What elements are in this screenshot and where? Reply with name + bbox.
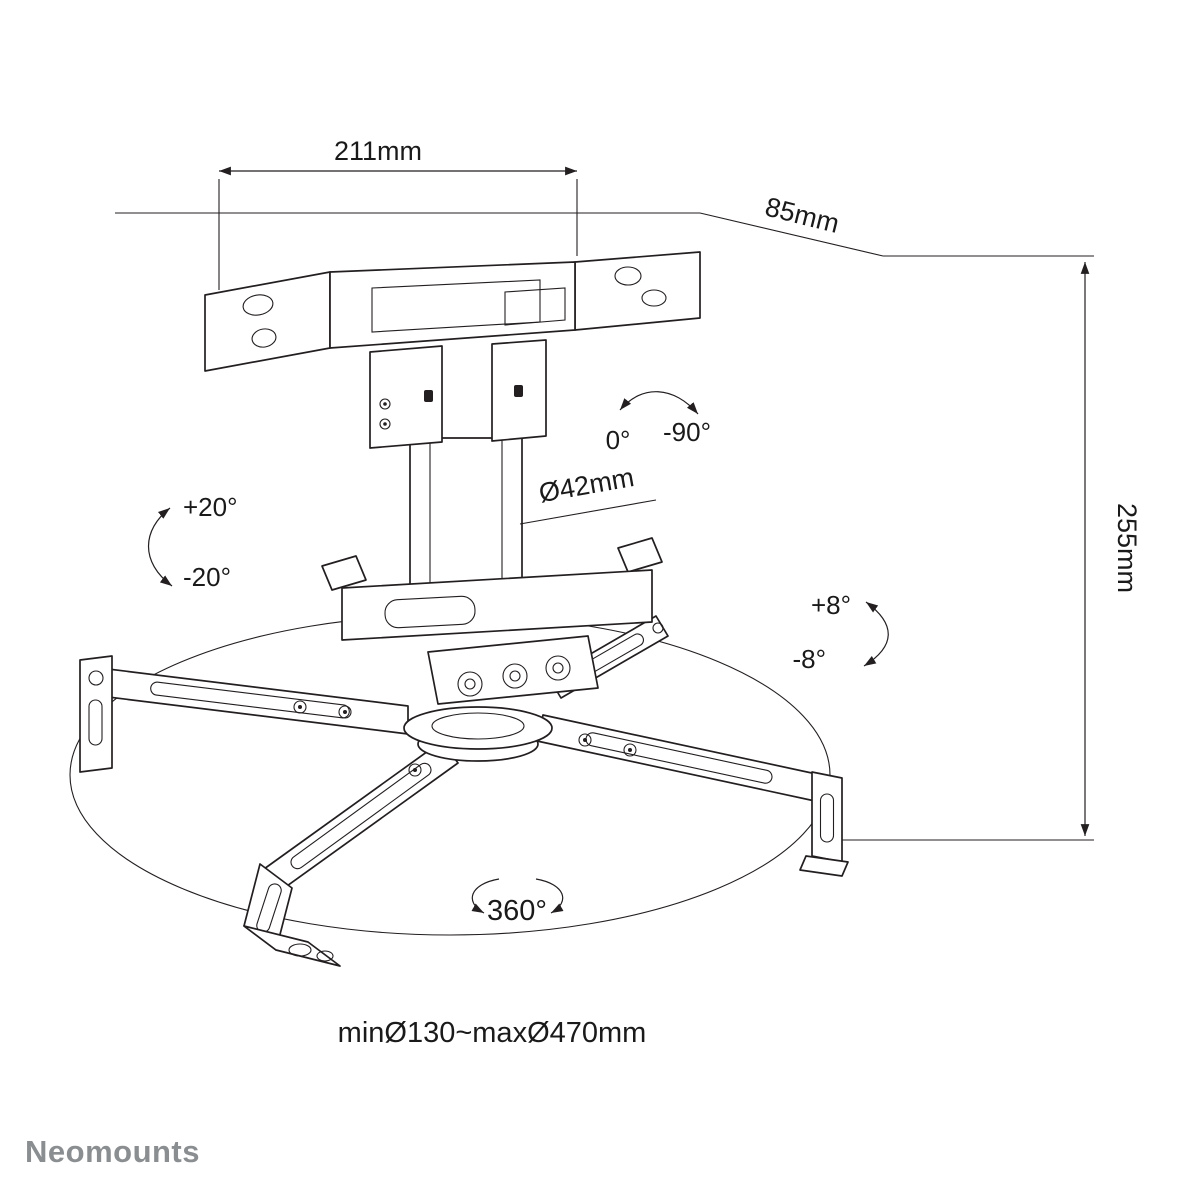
arm-slot: [290, 762, 432, 870]
bolt-ring-inner: [552, 662, 564, 674]
level-down-label: -8°: [792, 644, 826, 674]
arm-lower-left: [243, 740, 459, 967]
arm-slot: [585, 732, 773, 784]
rotation-callout: 360°: [471, 878, 564, 927]
bracket-detail-mark: [424, 390, 433, 402]
neomounts-logo: Neomounts: [25, 1134, 200, 1169]
bracket-bolt-center: [383, 422, 387, 426]
pole-diameter-callout: Ø42mm: [519, 462, 657, 525]
upper-bracket: [369, 339, 547, 449]
arm-foot: [811, 771, 843, 863]
head-slot: [384, 595, 476, 629]
level-up-label: +8°: [811, 590, 851, 620]
arm-bolt: [338, 705, 352, 719]
arm-body: [536, 714, 822, 802]
plate-hole: [242, 294, 274, 316]
tilt-start-label: 0°: [606, 425, 631, 455]
bolt-ring: [457, 671, 483, 697]
bracket-bolt-center: [383, 402, 387, 406]
plate-center-body: [329, 261, 576, 349]
pole: [409, 437, 523, 599]
head-ear-left: [321, 555, 367, 591]
swivel-disc-inner: [431, 712, 525, 740]
plate-notch: [504, 287, 566, 326]
ceiling-plane: [115, 212, 1094, 841]
dimension-depth: 85mm: [762, 192, 842, 239]
bracket-left: [369, 345, 443, 449]
tilt-plate-body: [427, 635, 599, 705]
plate-hole: [614, 266, 642, 286]
foot-hole: [288, 943, 312, 957]
arm-bolt-center: [628, 748, 632, 752]
arm-body: [99, 667, 409, 735]
plate-wing-right: [574, 251, 701, 331]
plate-hole: [251, 328, 277, 348]
leader-line: [519, 499, 657, 525]
foot-slot: [88, 699, 103, 746]
bolt-ring: [545, 655, 571, 681]
arm-bolt: [652, 622, 664, 634]
ceiling-edge-depth: [699, 212, 884, 257]
arm-right: [536, 714, 849, 877]
tilt-angle-callout: 0° -90°: [606, 391, 711, 455]
bracket-detail-mark: [514, 385, 523, 397]
tilt-arc: [619, 391, 699, 415]
ceiling-plate: [204, 251, 701, 372]
head-body: [341, 569, 653, 641]
rotation-arc-right: [535, 878, 564, 914]
arm-bolt-center: [298, 705, 302, 709]
swivel-disc: [403, 706, 553, 750]
arm-bolt-center: [343, 710, 347, 714]
tilt-end-label: -90°: [663, 417, 711, 447]
swivel-angle-callout: +20° -20°: [148, 492, 238, 592]
plate-wing-left: [204, 271, 331, 372]
bolt-ring-inner: [509, 670, 521, 682]
bolt-ring-inner: [464, 678, 476, 690]
footprint-range-label: minØ130~maxØ470mm: [338, 1017, 647, 1049]
depth-dimension-label: 85mm: [762, 192, 842, 239]
swivel-base: [403, 706, 553, 762]
foot-hole: [316, 950, 334, 962]
arm-bolt: [408, 763, 422, 777]
arm-bolt: [623, 743, 637, 757]
foot-slot: [819, 793, 835, 843]
dimension-width: 211mm: [218, 136, 578, 290]
column: [409, 437, 523, 599]
arm-upper-left: [79, 655, 409, 773]
arm-slot: [150, 681, 350, 719]
arm-bolt: [293, 700, 307, 714]
plate-hole: [641, 289, 667, 307]
head-ear-right: [617, 537, 663, 573]
arm-body: [263, 740, 459, 892]
rotation-label: 360°: [487, 895, 547, 927]
foot-base: [799, 855, 849, 877]
swivel-up-label: +20°: [183, 492, 238, 522]
foot-hole: [88, 670, 104, 686]
arm-bolt-center: [583, 738, 587, 742]
swivel-arc: [148, 507, 173, 587]
arm-bolt: [578, 733, 592, 747]
pole-diameter-label: Ø42mm: [537, 462, 637, 508]
swivel-down-label: -20°: [183, 562, 231, 592]
level-arc: [863, 601, 889, 667]
dimension-height: 255mm: [1080, 262, 1142, 836]
bracket-bolt: [379, 418, 391, 430]
bolt-ring: [502, 663, 528, 689]
height-dimension-label: 255mm: [1112, 503, 1142, 593]
bracket-bolt: [379, 398, 391, 410]
rotation-arc-left: [471, 878, 500, 914]
width-dimension-label: 211mm: [334, 136, 422, 166]
tilt-head: [321, 537, 663, 641]
arm-foot: [79, 655, 113, 773]
tilt-plate: [427, 635, 599, 705]
arm-bolt-center: [413, 768, 417, 772]
level-angle-callout: +8° -8°: [792, 590, 889, 674]
